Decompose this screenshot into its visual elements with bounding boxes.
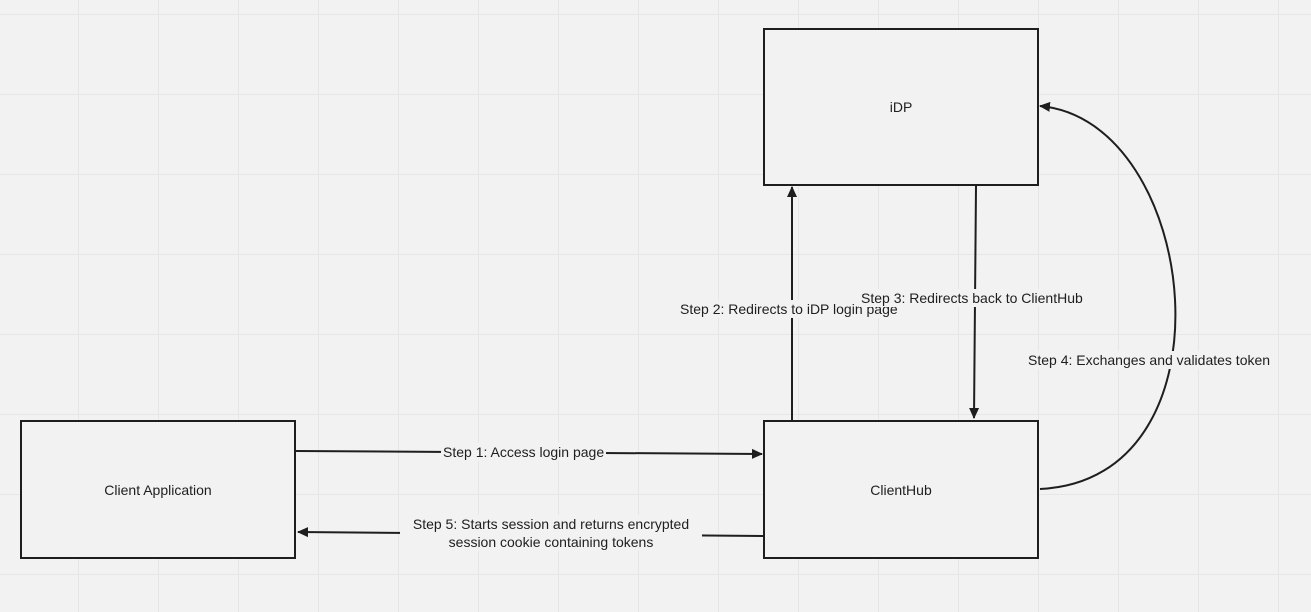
clienthub-label: ClientHub — [870, 481, 932, 498]
edge-step5-label: Step 5: Starts session and returns encry… — [400, 515, 702, 551]
edge-step4-arrow[interactable] — [1039, 101, 1177, 490]
idp-node[interactable]: iDP — [763, 28, 1039, 186]
client-application-label: Client Application — [104, 481, 212, 498]
clienthub-node[interactable]: ClientHub — [763, 420, 1039, 559]
edge-step5-label-line1: Step 5: Starts session and returns encry… — [412, 516, 690, 532]
idp-label: iDP — [889, 99, 913, 115]
edge-step4-label: Step 4: Exchanges and validates token — [1026, 351, 1273, 369]
edge-step3-label: Step 3: Redirects back to ClientHub — [859, 289, 1085, 307]
edge-step1-label: Step 1: Access login page — [441, 443, 607, 461]
client-application-node[interactable]: Client Application — [20, 420, 296, 559]
edge-step5-label-line2: session cookie containing tokens — [448, 534, 654, 550]
edge-step2-label: Step 2: Redirects to iDP login page — [678, 300, 900, 318]
